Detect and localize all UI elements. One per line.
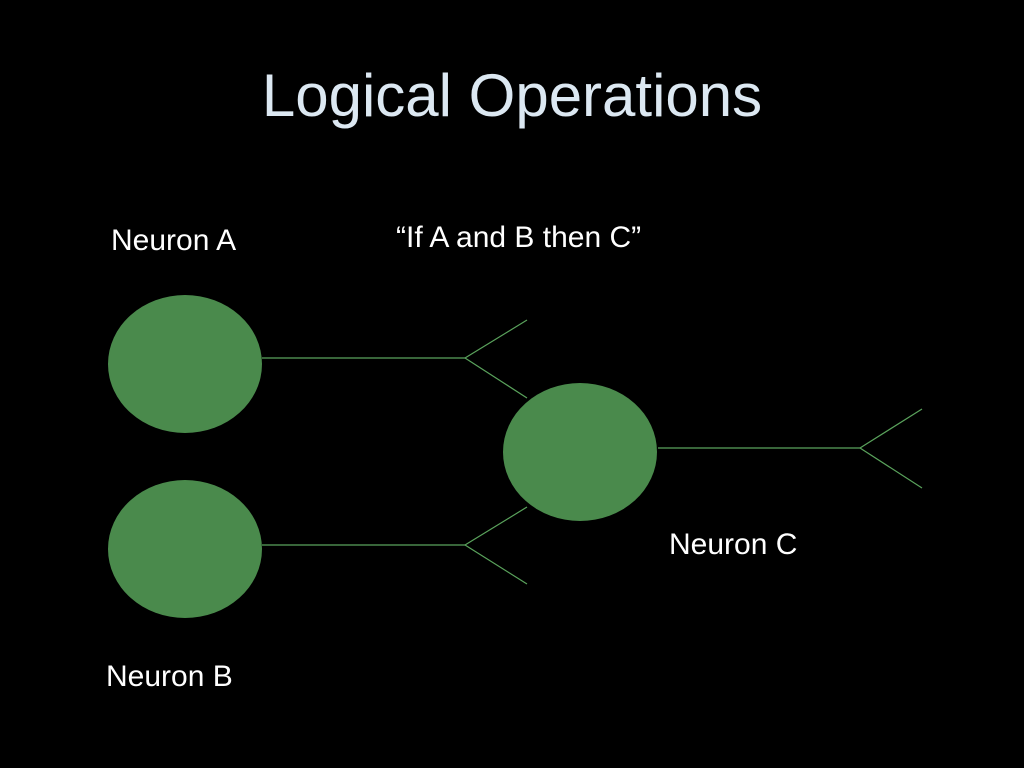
- logic-caption: “If A and B then C”: [396, 221, 642, 254]
- neuron-b-terminal-lower: [464, 544, 528, 585]
- neuron-b-label: Neuron B: [106, 660, 233, 693]
- neuron-a-body: [108, 295, 262, 433]
- neuron-a-terminal-lower: [464, 357, 528, 399]
- neuron-a-terminal-upper: [464, 319, 528, 359]
- neuron-c-terminal-lower: [859, 447, 923, 489]
- neuron-c-body: [503, 383, 657, 521]
- neuron-c-terminal-upper: [859, 408, 923, 449]
- slide-title: Logical Operations: [261, 62, 763, 129]
- neuron-c-label: Neuron C: [669, 528, 798, 561]
- neuron-b-terminal-upper: [464, 506, 528, 546]
- neuron-a-label: Neuron A: [111, 224, 237, 257]
- neuron-b-body: [108, 480, 262, 618]
